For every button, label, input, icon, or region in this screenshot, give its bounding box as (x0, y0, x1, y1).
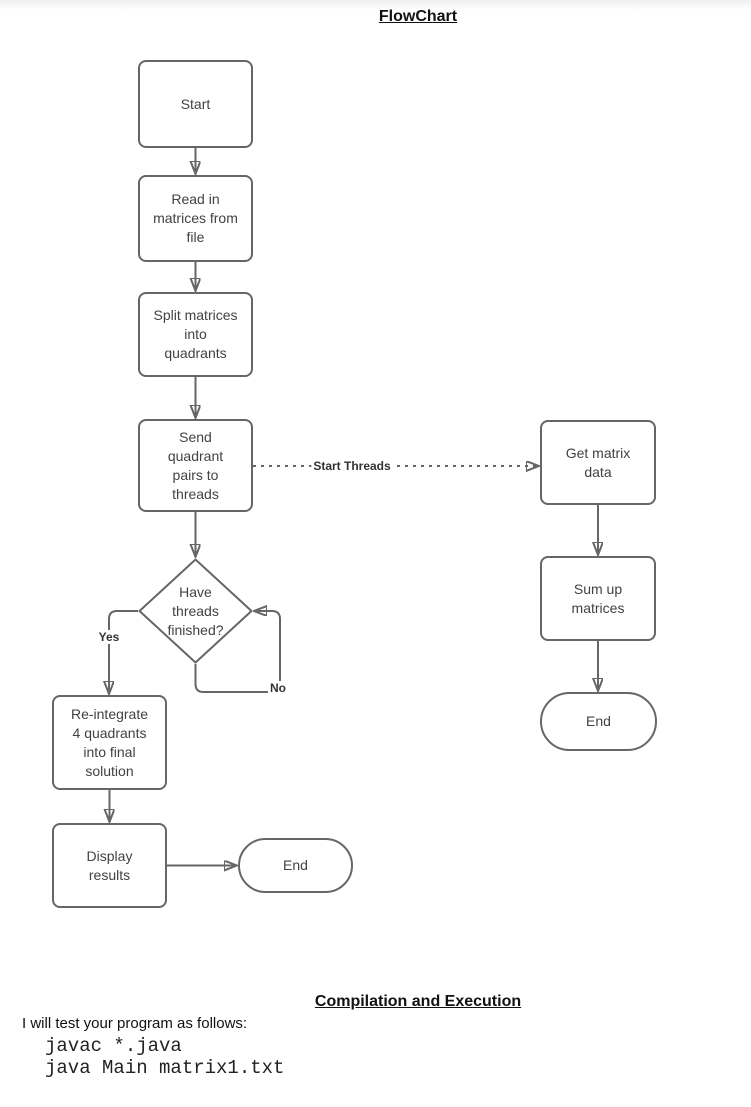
node-read-matrices: Read in matrices from file (138, 175, 253, 262)
compilation-code-block: javac *.java java Main matrix1.txt (45, 1035, 284, 1079)
node-start: Start (138, 60, 253, 148)
node-reintegrate-label: Re-integrate 4 quadrants into final solu… (70, 705, 149, 779)
node-sum-matrices: Sum up matrices (540, 556, 656, 641)
node-send-quadrants-label: Send quadrant pairs to threads (167, 428, 224, 502)
node-end-main-label: End (283, 857, 308, 873)
node-end-thread-label: End (586, 713, 611, 729)
node-start-label: Start (180, 95, 211, 112)
page-title: FlowChart (378, 8, 458, 25)
node-read-matrices-label: Read in matrices from file (153, 191, 238, 245)
edge-label-no: No (268, 681, 288, 695)
code-line-javac: javac *.java (45, 1035, 182, 1057)
compilation-section-title: Compilation and Execution (314, 993, 522, 1010)
node-end-thread: End (540, 692, 657, 751)
node-sum-matrices-label: Sum up matrices (571, 580, 625, 616)
top-fade-strip (0, 0, 751, 10)
node-decision-threads-finished: Have threads finished? (138, 558, 253, 664)
node-get-matrix-data: Get matrix data (540, 420, 656, 505)
edge-label-yes: Yes (96, 630, 122, 644)
node-split-matrices-label: Split matrices into quadrants (153, 307, 238, 361)
edge-label-start-threads: Start Threads (311, 459, 393, 473)
node-end-main: End (238, 838, 353, 893)
node-get-matrix-data-label: Get matrix data (565, 444, 631, 480)
node-send-quadrants: Send quadrant pairs to threads (138, 419, 253, 512)
edge-decision-yes-to-reintegrate (109, 610, 138, 693)
node-split-matrices: Split matrices into quadrants (138, 292, 253, 377)
compilation-intro-text: I will test your program as follows: (22, 1015, 248, 1032)
node-display-results: Display results (52, 823, 167, 908)
node-decision-label: Have threads finished? (167, 583, 224, 638)
code-line-java-main: java Main matrix1.txt (45, 1057, 285, 1079)
node-display-results-label: Display results (86, 847, 133, 883)
decision-diamond-shape (138, 558, 253, 664)
node-reintegrate: Re-integrate 4 quadrants into final solu… (52, 695, 167, 790)
